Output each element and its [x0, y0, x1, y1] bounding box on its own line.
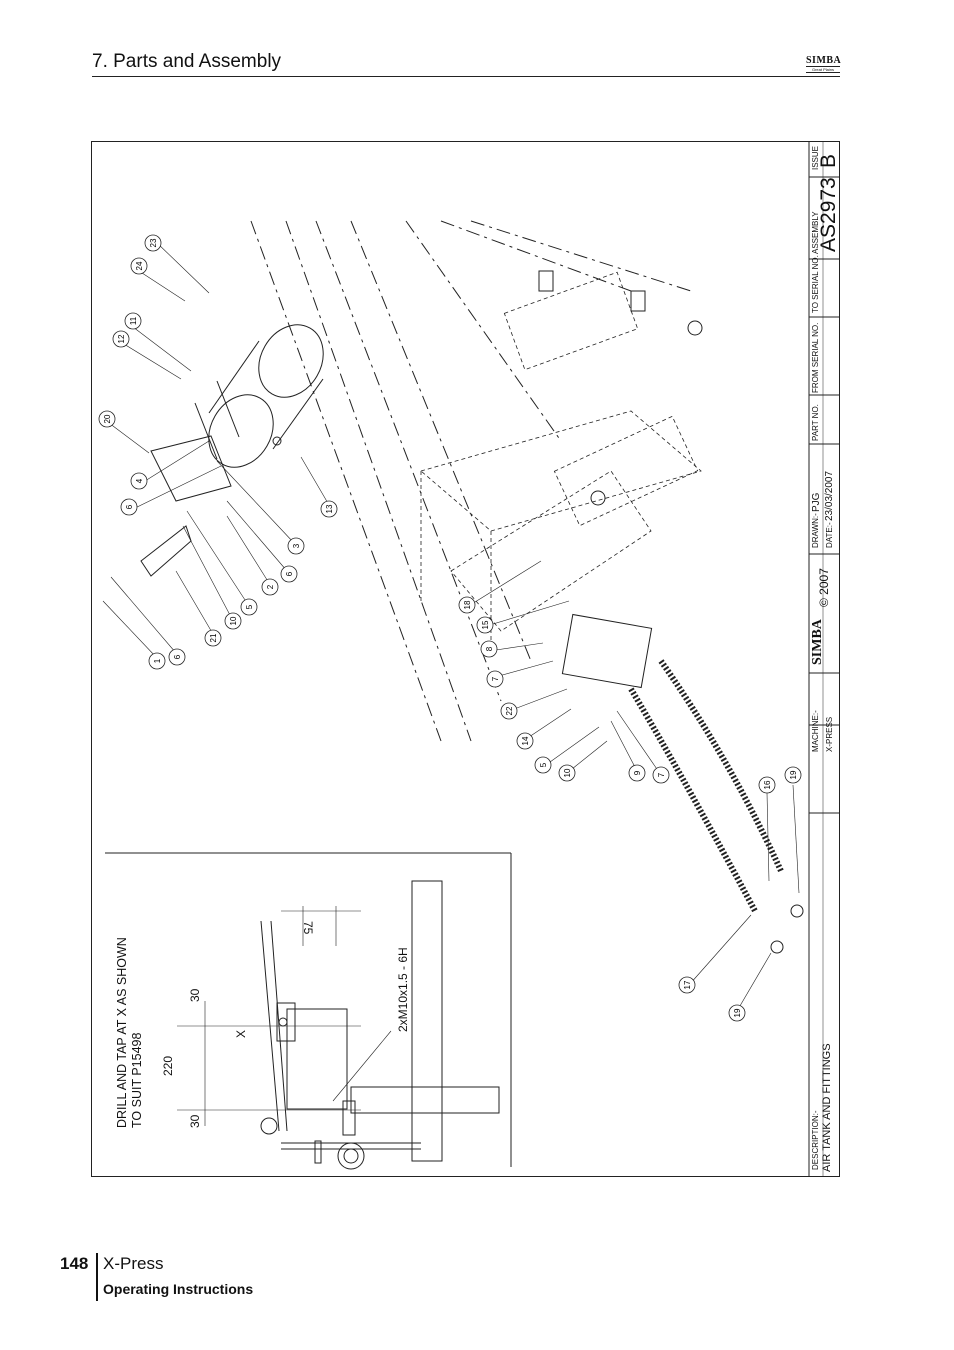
thread-callout: 2xM10x1.5 - 6H	[396, 947, 410, 1032]
balloon-callout: 24	[130, 257, 148, 275]
to-serial-label: TO SERIAL NO.	[811, 255, 820, 313]
balloon-number: 5	[245, 604, 254, 609]
balloon-number: 7	[491, 676, 500, 681]
balloon-callout: 19	[728, 1004, 746, 1022]
drawn-label: DRAWN:-	[811, 513, 820, 548]
balloon-number: 18	[463, 600, 472, 609]
balloon-number: 8	[485, 646, 494, 651]
balloon-callout: 7	[486, 670, 504, 688]
balloon-callout: 6	[280, 565, 298, 583]
description-label: DESCRIPTION:-	[811, 1110, 820, 1170]
balloon-number: 6	[125, 504, 134, 509]
balloon-number: 11	[129, 316, 138, 325]
page-number: 148	[60, 1254, 89, 1273]
drill-note-line2: TO SUIT P15498	[130, 1032, 144, 1128]
balloon-callout: 22	[500, 702, 518, 720]
balloon-number: 21	[209, 633, 218, 642]
dim-30-lower: 30	[188, 1114, 202, 1128]
date-label: DATE:-	[825, 522, 834, 548]
balloon-number: 24	[135, 261, 144, 270]
balloon-number: 14	[521, 736, 530, 745]
balloon-number: 17	[683, 980, 692, 989]
exploded-assembly-drawing: 1621105263642013121124231815872214510971…	[98, 141, 840, 1177]
description-value: AIR TANK AND FITTINGS	[821, 1043, 833, 1172]
balloon-number: 22	[505, 706, 514, 715]
balloon-number: 20	[103, 414, 112, 423]
balloon-callout: 9	[628, 764, 646, 782]
dim-30-upper: 30	[188, 988, 202, 1002]
balloon-number: 6	[285, 571, 294, 576]
balloon-number: 4	[135, 478, 144, 483]
balloon-callout: 12	[112, 330, 130, 348]
balloon-number: 23	[149, 238, 158, 247]
balloon-callout: 5	[240, 598, 258, 616]
balloon-callout: 1	[148, 652, 166, 670]
footer-manual: Operating Instructions	[103, 1281, 254, 1297]
balloon-callout: 18	[458, 596, 476, 614]
balloon-number: 15	[481, 620, 490, 629]
balloon-callout: 5	[534, 756, 552, 774]
date-value: 23/03/2007	[824, 470, 835, 521]
header-rule	[92, 76, 840, 77]
balloon-number: 12	[117, 334, 126, 343]
balloon-number: 5	[539, 762, 548, 767]
logo-word: SIMBA	[806, 55, 842, 66]
title-block-logo: SIMBA	[810, 619, 825, 665]
simba-logo: SIMBA Great Plains	[806, 52, 842, 74]
balloon-callout: 11	[124, 312, 142, 330]
balloon-callout: 6	[168, 648, 186, 666]
issue-value: B	[817, 153, 840, 168]
balloon-callout: 2	[261, 578, 279, 596]
balloon-callout: 7	[652, 766, 670, 784]
balloon-callout: 19	[784, 766, 802, 784]
logo-subtitle: Great Plains	[806, 66, 840, 73]
footer-product: X-Press	[103, 1254, 164, 1273]
balloon-callout: 15	[476, 616, 494, 634]
balloon-callout: 21	[204, 629, 222, 647]
balloon-number: 1	[153, 658, 162, 663]
balloon-callout: 13	[320, 500, 338, 518]
part-no-label: PART NO.	[811, 404, 820, 441]
balloon-callout: 4	[130, 472, 148, 490]
balloon-number: 13	[325, 504, 334, 513]
balloon-number: 3	[292, 543, 301, 548]
balloon-number: 19	[789, 770, 798, 779]
balloon-number: 7	[657, 772, 666, 777]
drawing-sheet	[91, 141, 840, 1177]
balloon-callout: 17	[678, 976, 696, 994]
balloon-callout: 3	[287, 537, 305, 555]
balloon-number: 6	[173, 654, 182, 659]
machine-label: MACHINE:-	[811, 710, 820, 752]
copyright: © 2007	[817, 568, 831, 607]
balloon-callout: 10	[558, 764, 576, 782]
balloon-callout: 6	[120, 498, 138, 516]
balloon-callout: 8	[480, 640, 498, 658]
balloon-number: 10	[563, 768, 572, 777]
balloon-callout: 10	[224, 612, 242, 630]
balloon-number: 9	[633, 770, 642, 775]
balloon-number: 19	[733, 1008, 742, 1017]
section-title: 7. Parts and Assembly	[92, 51, 282, 72]
dim-220: 220	[161, 1055, 175, 1076]
assembly-number: AS2973	[817, 177, 840, 252]
detail-mark: X	[234, 1029, 248, 1038]
drawn-by: PJG	[811, 492, 822, 512]
balloon-callout: 20	[98, 410, 116, 428]
balloon-number: 2	[266, 584, 275, 589]
balloon-callout: 16	[758, 776, 776, 794]
machine-value: X-PRESS	[825, 716, 834, 752]
balloon-callout: 14	[516, 732, 534, 750]
footer-divider	[96, 1253, 98, 1301]
from-serial-label: FROM SERIAL NO.	[811, 322, 820, 393]
balloon-number: 16	[763, 780, 772, 789]
drill-note-line1: DRILL AND TAP AT X AS SHOWN	[115, 937, 129, 1128]
balloon-callout: 23	[144, 234, 162, 252]
balloon-number: 10	[229, 616, 238, 625]
dim-75: 75	[301, 921, 315, 935]
